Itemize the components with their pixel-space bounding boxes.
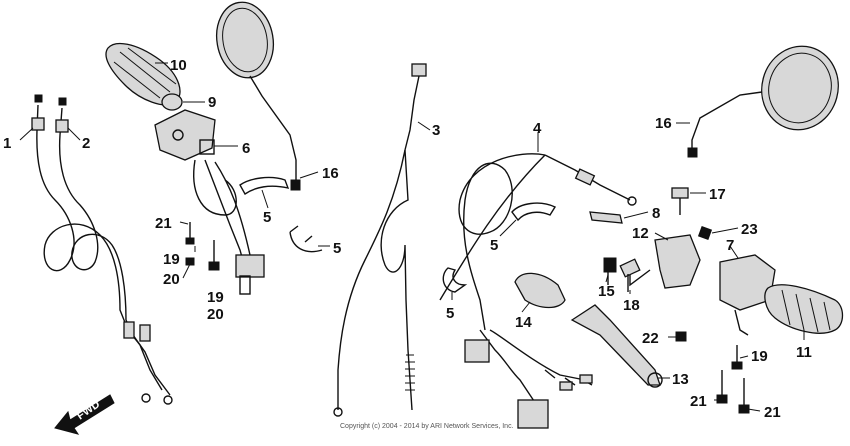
label-part-16b: 16 — [655, 115, 672, 132]
callout-labels: 1 2 3 4 5 5 5 5 6 7 8 9 10 11 12 13 14 1… — [3, 57, 812, 421]
choke-cable — [333, 63, 427, 417]
nut-22 — [675, 331, 687, 342]
label-part-14: 14 — [515, 314, 532, 331]
fwd-arrow — [54, 394, 115, 435]
switch-wiring — [193, 159, 265, 295]
bolt-17 — [671, 187, 689, 215]
label-part-20a: 20 — [163, 271, 180, 288]
label-part-5d: 5 — [446, 305, 454, 322]
label-part-21c: 21 — [764, 404, 781, 421]
switch-18 — [619, 258, 641, 292]
throttle-cables — [31, 94, 173, 405]
left-mirror — [215, 1, 301, 191]
brake-lever — [570, 304, 663, 388]
screw-23 — [697, 225, 713, 241]
label-part-18: 18 — [623, 297, 640, 314]
label-part-5c: 5 — [490, 237, 498, 254]
label-part-4: 4 — [533, 120, 542, 137]
label-part-7: 7 — [726, 237, 734, 254]
label-part-3: 3 — [432, 122, 440, 139]
label-part-16a: 16 — [322, 165, 339, 182]
right-grip — [764, 284, 844, 334]
clutch-cable — [439, 153, 637, 331]
label-part-11: 11 — [796, 344, 812, 361]
label-part-21b: 21 — [690, 393, 707, 410]
throttle-housing — [154, 109, 216, 161]
grip-ring — [161, 93, 183, 111]
label-part-19b: 19 — [207, 289, 224, 306]
label-part-17: 17 — [709, 186, 726, 203]
clamp-5c — [511, 202, 557, 222]
label-part-15: 15 — [598, 283, 615, 300]
left-small-bolts — [185, 222, 220, 271]
clamp-5d — [442, 267, 468, 293]
label-part-22: 22 — [642, 330, 659, 347]
right-mirror — [687, 45, 839, 158]
pin-8 — [589, 211, 623, 224]
left-grip — [105, 42, 181, 106]
label-part-19c: 19 — [751, 348, 768, 365]
label-part-8: 8 — [652, 205, 660, 222]
wiring-harness — [464, 329, 593, 429]
switch-14 — [514, 272, 566, 309]
label-part-13: 13 — [672, 371, 689, 388]
lever-bracket — [629, 234, 701, 289]
copyright-text: Copyright (c) 2004 - 2014 by ARI Network… — [340, 423, 514, 430]
label-part-6: 6 — [242, 140, 250, 157]
label-part-9: 9 — [208, 94, 216, 111]
label-part-20b: 20 — [207, 306, 224, 323]
label-part-21a: 21 — [155, 215, 172, 232]
label-part-23: 23 — [741, 221, 758, 238]
label-part-10: 10 — [170, 57, 187, 74]
label-part-5a: 5 — [263, 209, 271, 226]
right-small-bolts — [716, 345, 750, 414]
label-part-1: 1 — [3, 135, 11, 152]
leader-lines — [19, 62, 805, 412]
clamp-5a — [239, 176, 290, 196]
label-part-19a: 19 — [163, 251, 180, 268]
switch-15 — [603, 257, 617, 285]
clamp-5b — [289, 225, 323, 253]
label-part-2: 2 — [82, 135, 90, 152]
label-part-12: 12 — [632, 225, 649, 242]
label-part-5b: 5 — [333, 240, 341, 257]
